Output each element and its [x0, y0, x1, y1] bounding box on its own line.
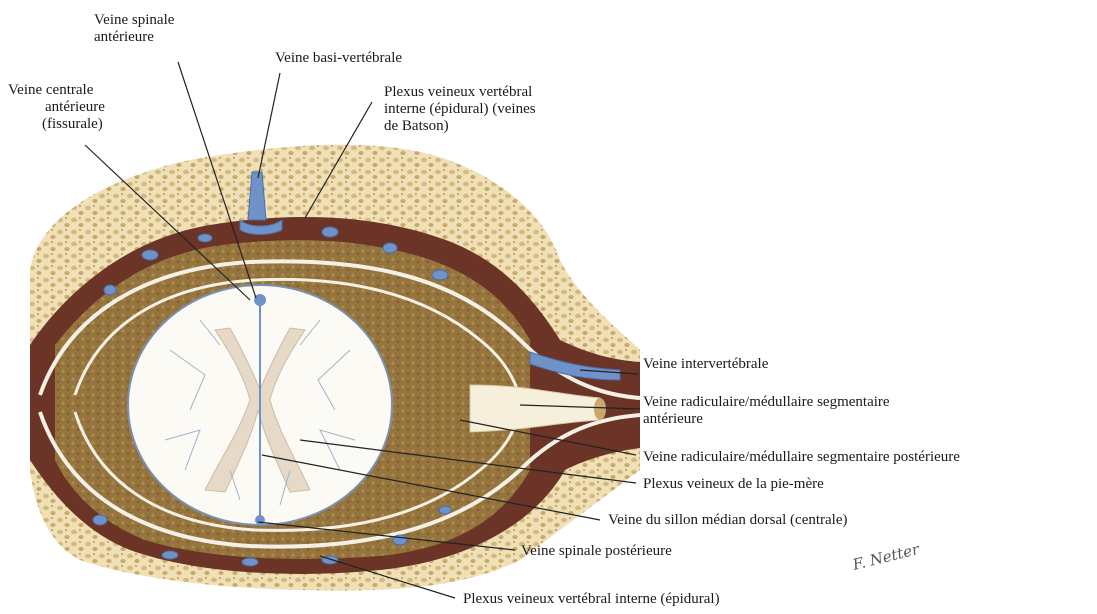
label-veine-basi-vertebrale: Veine basi-vertébrale: [275, 50, 402, 67]
label-veine-spinale-anterieure: Veine spinale antérieure: [94, 12, 174, 46]
label-plexus-interne-haut: Plexus veineux vertébral interne (épidur…: [384, 84, 536, 135]
spinal-cord: [128, 285, 392, 525]
label-veine-radiculaire-posterieure: Veine radiculaire/médullaire segmentaire…: [643, 449, 960, 466]
label-veine-centrale-anterieure: Veine centrale antérieure (fissurale): [0, 82, 150, 133]
label-plexus-pie-mere: Plexus veineux de la pie-mère: [643, 476, 824, 493]
label-veine-sillon-median: Veine du sillon médian dorsal (centrale): [608, 512, 848, 529]
label-veine-radiculaire-anterieure: Veine radiculaire/médullaire segmentaire…: [643, 394, 890, 428]
label-veine-intervertebrale: Veine intervertébrale: [643, 356, 768, 373]
label-plexus-interne-bas: Plexus veineux vertébral interne (épidur…: [463, 591, 720, 608]
label-veine-spinale-posterieure: Veine spinale postérieure: [521, 543, 672, 560]
